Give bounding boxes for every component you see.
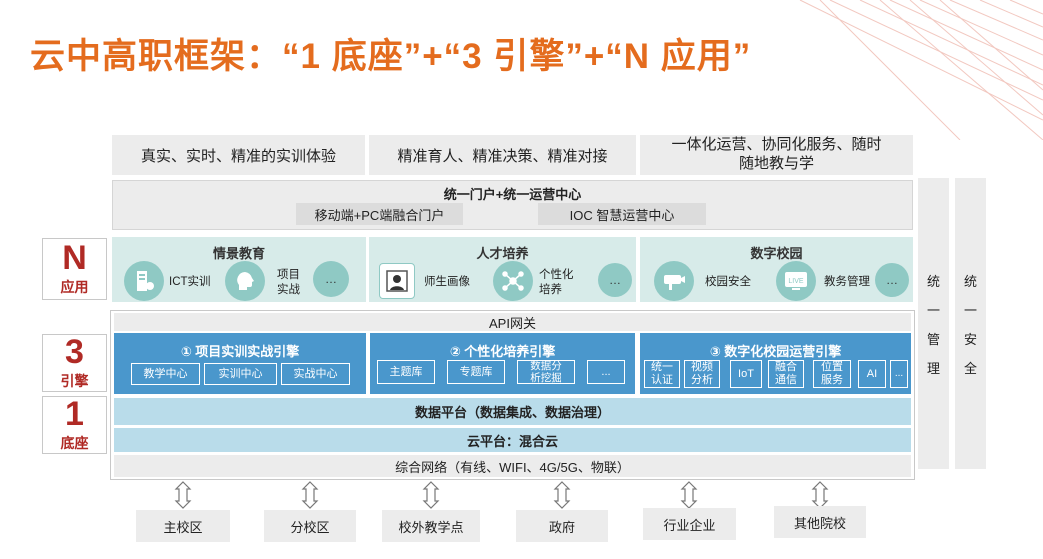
double-arrow-icon [811,481,829,509]
platform-frame [110,310,915,480]
site-other-colleges: 其他院校 [774,506,866,538]
chip-teaching-center: 教学中心 [131,363,200,385]
label-3-small: 引擎 [60,373,89,389]
chip-practice-center: 实战中心 [281,363,350,385]
chip-location: 位置 服务 [813,360,851,388]
label-n-small: 应用 [60,279,89,295]
app-item-academic: 教务管理 [824,276,870,288]
portal-ioc: IOC 智慧运营中心 [538,203,706,225]
label-3-big: 3 [65,333,84,371]
network-icon [493,261,533,301]
unified-portal [112,180,913,230]
app-item-portrait: 师生画像 [424,276,470,288]
more-icon: … [598,263,632,297]
chip-iot: IoT [730,360,762,388]
mgmt-char-4: 理 [926,360,940,376]
decorative-lines [799,0,1043,140]
chip-unified-auth: 统一 认证 [644,360,680,388]
camera-icon [654,261,694,301]
app-block-campus: 数字校园 校园安全 LIVE 教务管理 … [640,237,913,302]
more-label: … [609,273,621,287]
security-char-1: 统 [963,273,977,289]
double-arrow-icon [301,481,319,509]
engine-personalized: ② 个性化培养引擎 主题库 专题库 数据分 析挖掘 ... [370,333,635,394]
more-icon: … [313,261,349,297]
goal-education: 精准育人、精准决策、精准对接 [369,135,636,175]
engine-title-3: ③ 数字化校园运营引擎 [709,344,842,359]
double-arrow-icon [553,481,571,509]
chip-ai: AI [858,360,886,388]
chip-more: ... [587,360,625,384]
portal-title: 统一门户+统一运营中心 [443,187,582,202]
mgmt-char-3: 管 [926,331,940,347]
app-item-project: 项目 实战 [277,269,300,296]
site-industry: 行业企业 [643,508,736,540]
site-government: 政府 [516,510,608,542]
page-title: 云中高职框架：“1 底座”+“3 引擎”+“N 应用” [30,37,752,76]
double-arrow-icon [422,481,440,509]
app-block-scenario: 情景教育 ICT实训 项目 实战 … [112,237,366,302]
label-n-big: N [62,239,87,277]
goal-operation: 一体化运营、协同化服务、随时随地教与学 [640,135,913,175]
engine-title-1: ① 项目实训实战引擎 [180,344,300,359]
mgmt-char-1: 统 [926,273,940,289]
app-item-ict: ICT实训 [169,276,211,288]
svg-text:LIVE: LIVE [788,278,804,285]
engine-title-2: ② 个性化培养引擎 [449,344,556,359]
security-char-3: 安 [963,331,977,347]
live-screen-icon: LIVE [776,261,816,301]
server-icon [124,261,164,301]
network: 综合网络（有线、WIFI、4G/5G、物联） [114,455,911,477]
app-block-talent: 人才培养 师生画像 个性化 培养 … [369,237,636,302]
app-title-talent: 人才培养 [476,246,529,261]
data-platform: 数据平台（数据集成、数据治理） [114,398,911,425]
label-1-big: 1 [65,395,84,433]
app-title-campus: 数字校园 [750,246,803,261]
more-label: … [886,273,898,287]
site-offsite-point: 校外教学点 [382,510,480,542]
api-gateway: API网关 [114,313,911,331]
label-3-engines: 3 引擎 [42,334,107,392]
engine-digital-campus: ③ 数字化校园运营引擎 统一 认证 视频 分析 IoT 融合 通信 位置 服务 … [640,333,911,394]
label-n-apps: N 应用 [42,238,107,300]
label-1-small: 底座 [60,435,89,451]
mgmt-char-2: 一 [926,302,940,318]
more-label: … [325,272,337,286]
more-icon: … [875,263,909,297]
site-main-campus: 主校区 [136,510,230,542]
double-arrow-icon [680,481,698,509]
cloud-platform: 云平台：混合云 [114,428,911,452]
chip-fusion-comm: 融合 通信 [768,360,804,388]
double-arrow-icon [174,481,192,509]
chip-subject-lib: 专题库 [447,360,505,384]
goal-training: 真实、实时、精准的实训体验 [112,135,365,175]
app-item-security: 校园安全 [705,276,751,288]
chip-video-analysis: 视频 分析 [684,360,720,388]
head-icon [225,261,265,301]
unified-security: 统 一 安 全 [955,178,986,469]
chip-training-center: 实训中心 [204,363,277,385]
security-char-4: 全 [963,360,977,376]
chip-data-mining: 数据分 析挖掘 [517,360,575,384]
label-1-base: 1 底座 [42,396,107,454]
app-item-personalized: 个性化 培养 [539,269,574,296]
chip-more: ... [890,360,908,388]
engine-project-training: ① 项目实训实战引擎 教学中心 实训中心 实战中心 [114,333,366,394]
arrows-layer [174,481,829,509]
portrait-icon [379,263,415,299]
site-branch-campus: 分校区 [264,510,356,542]
unified-management: 统 一 管 理 [918,178,949,469]
app-title-scenario: 情景教育 [212,246,265,261]
chip-topic-lib: 主题库 [377,360,435,384]
portal-mobile-pc: 移动端+PC端融合门户 [296,203,463,225]
security-char-2: 一 [963,302,977,318]
